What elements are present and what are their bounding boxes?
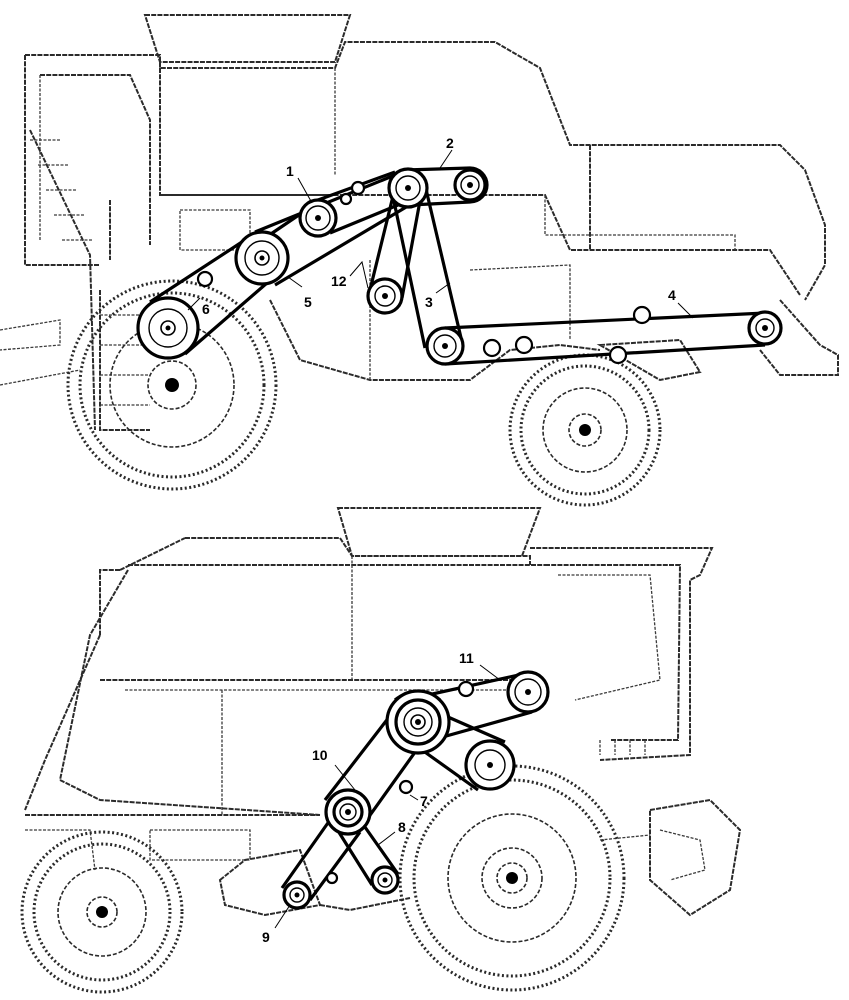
idler	[457, 680, 475, 698]
belt-8	[333, 819, 400, 886]
callout-4: 4	[668, 287, 676, 303]
belt-12	[366, 187, 424, 299]
idler	[325, 871, 339, 885]
bottom-right-wheel	[398, 764, 626, 992]
idler	[608, 345, 628, 365]
idler	[339, 192, 353, 206]
bottom-left-wheel	[20, 830, 184, 994]
top-combine-body	[0, 14, 839, 431]
pulley-12	[366, 277, 404, 315]
pulley-8	[370, 865, 400, 895]
callout-9: 9	[262, 929, 270, 945]
pulley-9	[282, 880, 312, 910]
idler	[350, 180, 366, 196]
belt-3	[390, 184, 464, 349]
idler	[632, 305, 652, 325]
callout-10: 10	[312, 747, 328, 763]
idler	[398, 779, 414, 795]
idler	[196, 270, 214, 288]
belt-2	[404, 166, 489, 207]
pulley-5	[234, 230, 290, 286]
pulley-10	[324, 788, 372, 836]
belt-4	[444, 311, 766, 366]
top-front-wheel	[66, 279, 278, 491]
callout-12: 12	[331, 273, 347, 289]
callout-11: 11	[459, 650, 474, 666]
pulley-1	[298, 198, 338, 238]
callout-2: 2	[446, 135, 454, 151]
callout-1: 1	[286, 163, 294, 179]
callout-7: 7	[420, 793, 428, 809]
idler	[514, 335, 534, 355]
pulley-right-lower	[464, 739, 516, 791]
pulley-4	[747, 310, 783, 346]
callout-6: 6	[202, 301, 210, 317]
callout-3: 3	[425, 294, 433, 310]
top-callouts: 1 2 3 4 5 6 12	[187, 135, 694, 319]
top-pulleys	[136, 167, 783, 366]
bottom-pulleys	[282, 670, 550, 910]
top-rear-wheel	[508, 353, 662, 507]
pulley-main-drive	[385, 689, 451, 755]
idler	[482, 338, 502, 358]
bottom-combine-body	[24, 507, 742, 917]
pulley-11	[506, 670, 550, 714]
pulley-2-main	[387, 167, 429, 209]
callout-5: 5	[304, 294, 312, 310]
callout-8: 8	[398, 819, 406, 835]
belt-9	[280, 819, 362, 901]
pulley-3	[425, 326, 465, 366]
pulley-2-secondary	[453, 168, 487, 202]
bottom-callouts: 11 10 7 8 9	[262, 650, 501, 945]
pulley-6	[136, 296, 200, 360]
